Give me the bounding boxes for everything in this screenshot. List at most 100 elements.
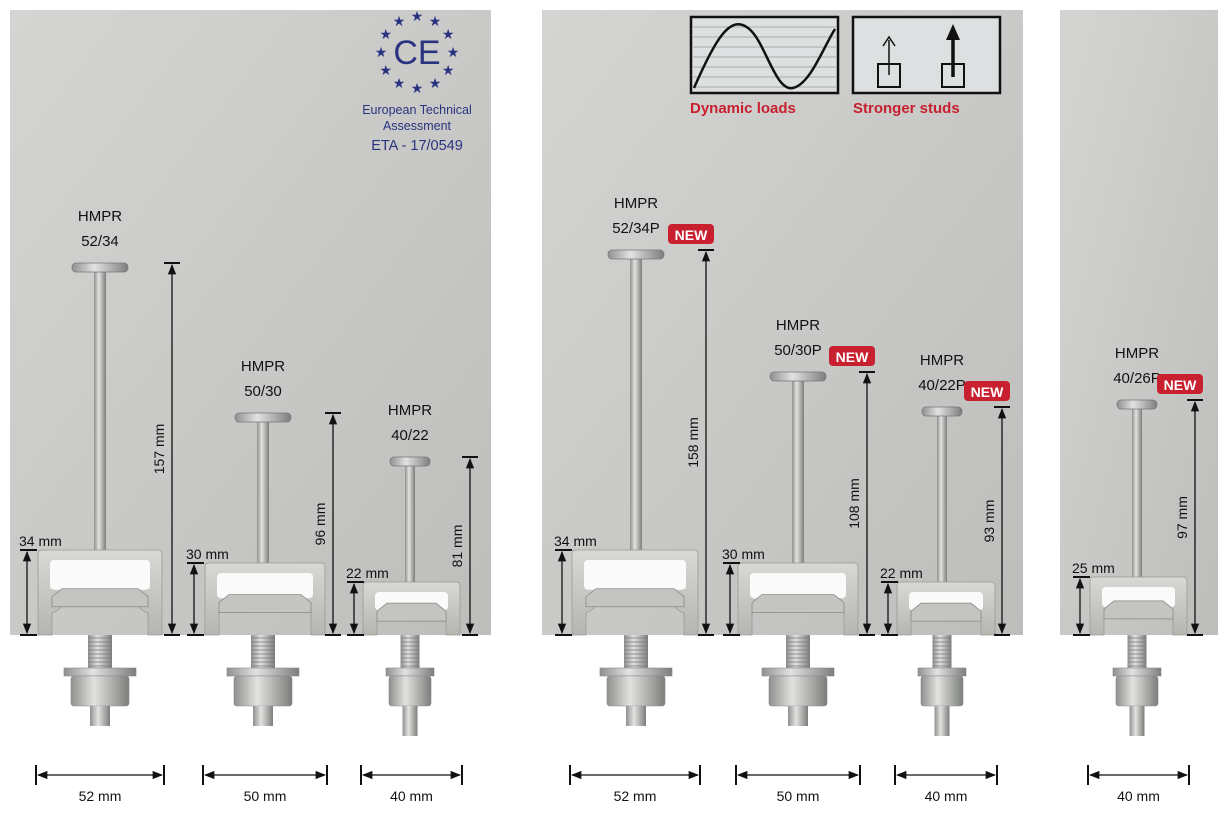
t-head-bolt <box>585 588 685 608</box>
product-brand: HMPR <box>388 402 432 419</box>
bolt-end <box>934 706 950 736</box>
stud-head <box>234 412 292 423</box>
stud-head <box>71 262 129 273</box>
product-brand: HMPR <box>776 317 820 334</box>
new-badge-label: NEW <box>675 227 708 243</box>
hex-nut <box>1115 675 1159 707</box>
stud-shaft <box>630 255 642 550</box>
eu-stars-icon: ★★★★★★★★★★★★ <box>375 8 460 96</box>
star-icon: ★ <box>429 75 442 91</box>
channel-height-label: 30 mm <box>186 546 229 562</box>
channel-height-label: 30 mm <box>722 546 765 562</box>
cert-line-1: European Technical <box>362 103 472 117</box>
width-label: 50 mm <box>777 788 820 804</box>
product-model: 40/26P <box>1113 370 1161 387</box>
stud-shaft <box>94 268 106 550</box>
feature-label: Stronger studs <box>853 100 960 117</box>
height-label: 81 mm <box>449 525 465 568</box>
star-icon: ★ <box>429 13 442 29</box>
t-head-bolt <box>51 588 149 608</box>
hex-nut <box>233 675 293 707</box>
hex-nut <box>606 675 666 707</box>
height-label: 96 mm <box>312 503 328 546</box>
channel-height-label: 34 mm <box>19 533 62 549</box>
sine-wave-icon <box>689 15 840 95</box>
height-label: 93 mm <box>981 500 997 543</box>
stud-shaft <box>937 412 947 582</box>
channel-opening <box>217 573 313 599</box>
star-icon: ★ <box>442 26 455 42</box>
new-badge: NEW <box>829 346 875 366</box>
channel-height-label: 22 mm <box>346 565 389 581</box>
new-badge-label: NEW <box>1164 377 1197 393</box>
hex-nut <box>70 675 130 707</box>
new-badge-label: NEW <box>971 384 1004 400</box>
t-head-bolt <box>1103 600 1174 620</box>
stud-arrows-icon <box>851 15 1002 95</box>
product-brand: HMPR <box>78 208 122 225</box>
washer <box>761 667 835 677</box>
product-brand: HMPR <box>920 352 964 369</box>
channel-height-label: 25 mm <box>1072 560 1115 576</box>
hex-nut <box>388 675 432 707</box>
product-40-22: HMPR 40/22 81 mm 22 mm 40 mm <box>346 402 478 804</box>
threaded-bolt <box>624 635 648 670</box>
product-model: 52/34P <box>612 220 660 237</box>
threaded-bolt <box>1127 635 1147 670</box>
cert-code: ETA - 17/0549 <box>371 138 463 154</box>
threaded-bolt <box>400 635 420 670</box>
new-badge: NEW <box>964 381 1010 401</box>
height-label: 108 mm <box>846 478 862 529</box>
washer <box>226 667 300 677</box>
stud-shaft <box>1132 405 1142 577</box>
star-icon: ★ <box>380 62 393 78</box>
bolt-end <box>90 706 110 726</box>
washer <box>599 667 673 677</box>
width-label: 40 mm <box>390 788 433 804</box>
stud-shaft <box>792 377 804 563</box>
product-brand: HMPR <box>614 195 658 212</box>
ce-mark: CE <box>393 34 440 72</box>
height-label: 157 mm <box>151 424 167 475</box>
ce-certification: ★★★★★★★★★★★★ CE European Technical Asses… <box>362 8 472 154</box>
star-icon: ★ <box>375 44 388 60</box>
product-model: 52/34 <box>81 233 119 250</box>
channel-height-label: 34 mm <box>554 533 597 549</box>
stud-head <box>921 406 963 417</box>
width-label: 40 mm <box>925 788 968 804</box>
new-badge-label: NEW <box>836 349 869 365</box>
feature-dynamic-loads: Dynamic loads <box>689 15 840 117</box>
new-badge: NEW <box>1157 374 1203 394</box>
t-head-bolt <box>218 594 312 613</box>
washer <box>917 667 967 677</box>
channel-opening <box>50 560 150 590</box>
cert-line-2: Assessment <box>383 119 452 133</box>
channel-opening <box>584 560 686 590</box>
stud-head <box>389 456 431 467</box>
bolt-end <box>402 706 418 736</box>
feature-label: Dynamic loads <box>690 100 796 117</box>
feature-stronger-studs: Stronger studs <box>851 15 1002 117</box>
product-model: 40/22 <box>391 427 429 444</box>
washer <box>385 667 435 677</box>
threaded-bolt <box>251 635 275 670</box>
width-label: 40 mm <box>1117 788 1160 804</box>
product-brand: HMPR <box>1115 345 1159 362</box>
stud-shaft <box>257 418 269 563</box>
star-icon: ★ <box>411 80 424 96</box>
washer <box>1112 667 1162 677</box>
height-label: 97 mm <box>1174 496 1190 539</box>
stud-head <box>1116 399 1158 410</box>
star-icon: ★ <box>442 62 455 78</box>
t-head-bolt <box>751 594 845 613</box>
bolt-end <box>1129 706 1145 736</box>
stud-head <box>607 249 665 260</box>
height-label: 158 mm <box>685 417 701 468</box>
t-head-bolt <box>910 602 982 622</box>
product-model: 40/22P <box>918 377 966 394</box>
